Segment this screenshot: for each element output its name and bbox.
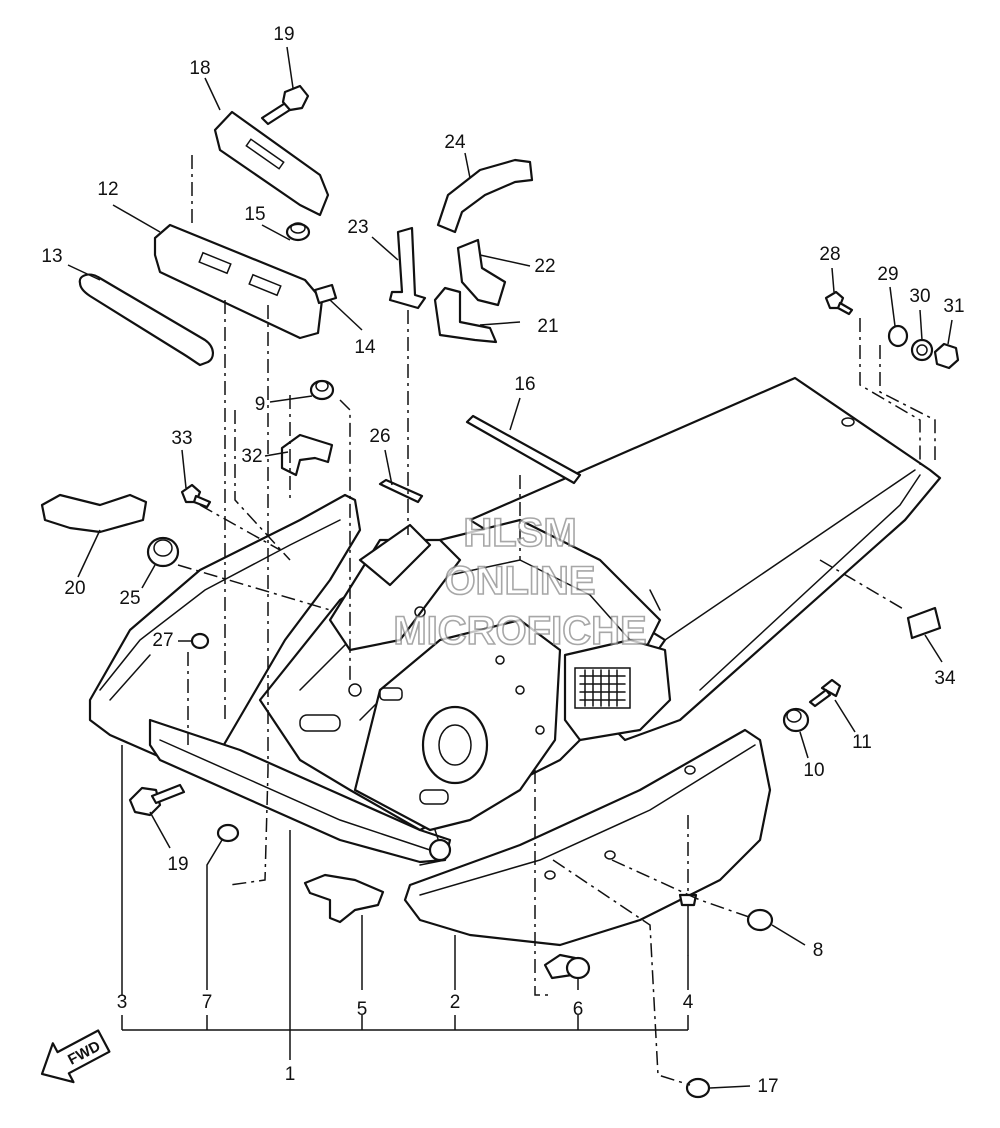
callout-25: 25: [119, 588, 140, 609]
part-19-bolt-bottom: [128, 783, 186, 817]
callout-31: 31: [943, 296, 964, 317]
watermark-line-2: ONLINE: [444, 559, 595, 603]
callout-11: 11: [852, 732, 872, 753]
part-27-cap: [190, 632, 210, 650]
callout-34: 34: [934, 668, 956, 689]
fwd-arrow: FWD: [40, 1029, 111, 1084]
callout-16: 16: [514, 374, 535, 395]
part-4-pin: [678, 893, 698, 956]
part-25-bushing: [146, 536, 180, 568]
part-10-collar: [782, 707, 810, 733]
callout-numbers: 1 2 3 4 5 6 7 8 9 10 11 12 13 14 15 16 1…: [41, 24, 964, 1097]
part-23-spacer: [388, 226, 427, 310]
part-11-bolt: [808, 678, 842, 708]
callout-15: 15: [244, 204, 265, 225]
fwd-arrow-icon: [40, 1029, 111, 1084]
callout-26: 26: [369, 426, 390, 447]
part-20-cover: [40, 493, 148, 534]
part-6-clamp: [543, 953, 591, 980]
leader-lines: [67, 46, 953, 1089]
callout-7: 7: [202, 992, 213, 1013]
part-31-nut: [933, 342, 960, 370]
part-8-plug: [746, 908, 774, 932]
part-28-bolt: [824, 290, 854, 316]
callout-2: 2: [450, 992, 461, 1013]
callout-14: 14: [354, 337, 376, 358]
callout-23: 23: [347, 217, 368, 238]
assembly-lines: [177, 155, 936, 1086]
callout-32: 32: [241, 446, 262, 467]
callout-22: 22: [534, 256, 555, 277]
callout-3: 3: [117, 992, 128, 1013]
callout-33: 33: [171, 428, 192, 449]
reflector-grid: [574, 667, 631, 709]
callout-12: 12: [97, 179, 118, 200]
part-21-pad: [433, 286, 498, 344]
part-33-bolt: [180, 483, 212, 509]
part-5-bracket: [303, 873, 385, 924]
side-panel: [403, 728, 772, 947]
part-19-bolt-top: [260, 84, 310, 126]
part-12-bracket: [153, 223, 324, 340]
callout-18: 18: [189, 58, 210, 79]
callout-21: 21: [537, 316, 558, 337]
part-17-plug: [685, 1077, 711, 1099]
callout-24: 24: [444, 132, 466, 153]
callout-1: 1: [285, 1064, 296, 1085]
part-13-handle: [78, 273, 214, 367]
callout-28: 28: [819, 244, 840, 265]
part-29-washer: [887, 324, 909, 348]
callout-9: 9: [255, 394, 266, 415]
callout-17: 17: [757, 1076, 778, 1097]
part-15-grommet: [285, 222, 311, 242]
part-14-label: [313, 283, 338, 305]
callout-13: 13: [41, 246, 62, 267]
part-9-grommet: [309, 379, 335, 401]
callout-30: 30: [909, 286, 930, 307]
part-32-clip: [280, 433, 334, 477]
callout-29: 29: [877, 264, 898, 285]
callout-8: 8: [813, 940, 824, 961]
callout-6: 6: [573, 999, 584, 1020]
callout-20: 20: [64, 578, 85, 599]
callout-19-bottom: 19: [167, 854, 188, 875]
part-24-guard: [436, 158, 534, 234]
watermark-line-1: HLSM: [463, 511, 576, 555]
watermark-line-3: MICROFICHE: [393, 609, 646, 653]
callout-4: 4: [683, 992, 694, 1013]
callout-10: 10: [803, 760, 824, 781]
callout-19-top: 19: [273, 24, 294, 45]
part-16-strip: [465, 414, 582, 485]
part-34-decal: [906, 606, 942, 640]
callout-27: 27: [152, 630, 173, 651]
part-26-strip: [378, 478, 424, 504]
part-7-plug: [216, 823, 240, 843]
part-30-washer: [910, 338, 934, 362]
part-22-pad: [456, 238, 507, 307]
watermark: HLSM ONLINE MICROFICHE: [393, 510, 648, 654]
callout-5: 5: [357, 999, 368, 1020]
